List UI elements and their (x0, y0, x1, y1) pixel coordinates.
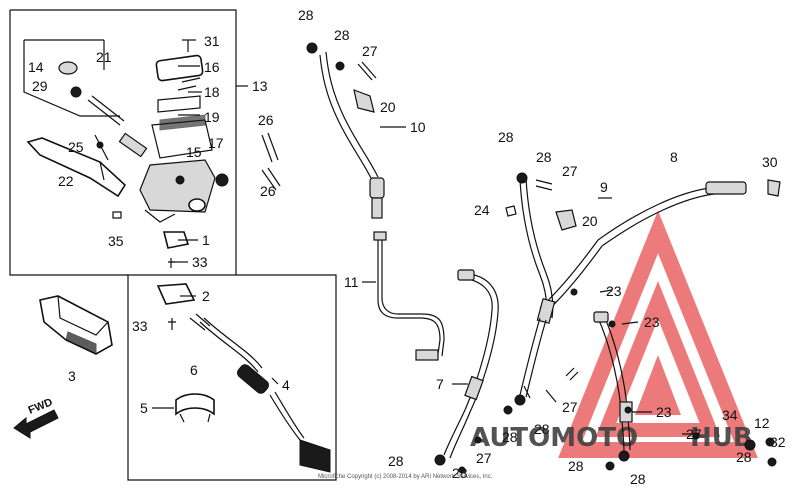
brake-hose-10 (306, 42, 406, 219)
master-cylinder (139, 54, 216, 223)
watermark-logo: AUTOMOTO HUB (470, 210, 758, 458)
callout-33: 33 (132, 318, 148, 334)
brake-hose-23 (545, 311, 633, 462)
callout-28: 28 (334, 27, 350, 43)
callout-1: 1 (202, 232, 210, 248)
callout-25: 25 (68, 139, 84, 155)
callout-17: 17 (208, 135, 224, 151)
callout-21: 21 (96, 49, 112, 65)
callout-27: 27 (476, 450, 492, 466)
group-21-bracket (23, 40, 120, 117)
leader-lines (152, 39, 700, 435)
mount-clamp (112, 211, 196, 330)
callout-13: 13 (252, 78, 268, 94)
callout-14: 14 (28, 59, 44, 75)
callout-26: 26 (260, 183, 276, 199)
callout-26: 26 (258, 112, 274, 128)
callout-8: 8 (670, 149, 678, 165)
callout-20: 20 (380, 99, 396, 115)
reservoir-cover-3 (39, 295, 113, 355)
callout-30: 30 (762, 154, 778, 170)
callout-28: 28 (498, 129, 514, 145)
callout-35: 35 (108, 233, 124, 249)
callout-20: 20 (582, 213, 598, 229)
callout-29: 29 (32, 78, 48, 94)
callout-28: 28 (736, 449, 752, 465)
callout-12: 12 (754, 415, 770, 431)
callout-28: 28 (630, 471, 646, 487)
group-13-boundary (10, 9, 337, 481)
callout-28: 28 (388, 453, 404, 469)
callout-28: 28 (298, 7, 314, 23)
callout-33: 33 (192, 254, 208, 270)
callout-24: 24 (474, 202, 490, 218)
svg-text:HUB: HUB (690, 423, 753, 453)
piston-assembly (58, 61, 148, 161)
brake-lever (26, 137, 127, 198)
callout-31: 31 (204, 33, 220, 49)
callout-7: 7 (436, 376, 444, 392)
callout-28: 28 (536, 149, 552, 165)
callout-6: 6 (190, 362, 198, 378)
callout-27: 27 (562, 399, 578, 415)
brake-hose-9 (505, 172, 612, 406)
brake-hose-7 (434, 269, 499, 466)
callout-27: 27 (362, 43, 378, 59)
callout-9: 9 (600, 179, 608, 195)
callout-5: 5 (140, 400, 148, 416)
callout-2: 2 (202, 288, 210, 304)
callout-16: 16 (204, 59, 220, 75)
fwd-arrow-icon (13, 409, 59, 439)
callout-10: 10 (410, 119, 426, 135)
callout-28: 28 (568, 458, 584, 474)
small-parts-right (458, 288, 777, 474)
callout-28: 28 (534, 421, 550, 437)
brake-pipe-11 (373, 231, 445, 361)
callout-27: 27 (686, 426, 702, 442)
callout-23: 23 (606, 283, 622, 299)
brake-light-switch (189, 313, 331, 473)
part-callouts: 28 28 27 31 21 14 29 16 13 18 19 20 10 2… (28, 7, 786, 487)
callout-23: 23 (656, 404, 672, 420)
callout-34: 34 (722, 407, 738, 423)
callout-32: 32 (770, 434, 786, 450)
bolts-26 (187, 40, 281, 191)
callout-11: 11 (344, 274, 359, 290)
callout-3: 3 (68, 368, 76, 384)
svg-text:AUTOMOTO: AUTOMOTO (470, 423, 638, 453)
boot-6 (175, 393, 215, 423)
callout-23: 23 (644, 314, 660, 330)
callout-27: 27 (562, 163, 578, 179)
callout-28: 28 (452, 465, 468, 481)
callout-22: 22 (58, 173, 74, 189)
group-13-left-edge (9, 10, 128, 276)
callout-15: 15 (186, 144, 202, 160)
copyright-text: Microfiche Copyright (c) 2008-2014 by AR… (318, 474, 493, 480)
callout-28: 28 (502, 429, 518, 445)
callout-19: 19 (204, 109, 220, 125)
callout-4: 4 (282, 377, 290, 393)
callout-18: 18 (204, 84, 220, 100)
